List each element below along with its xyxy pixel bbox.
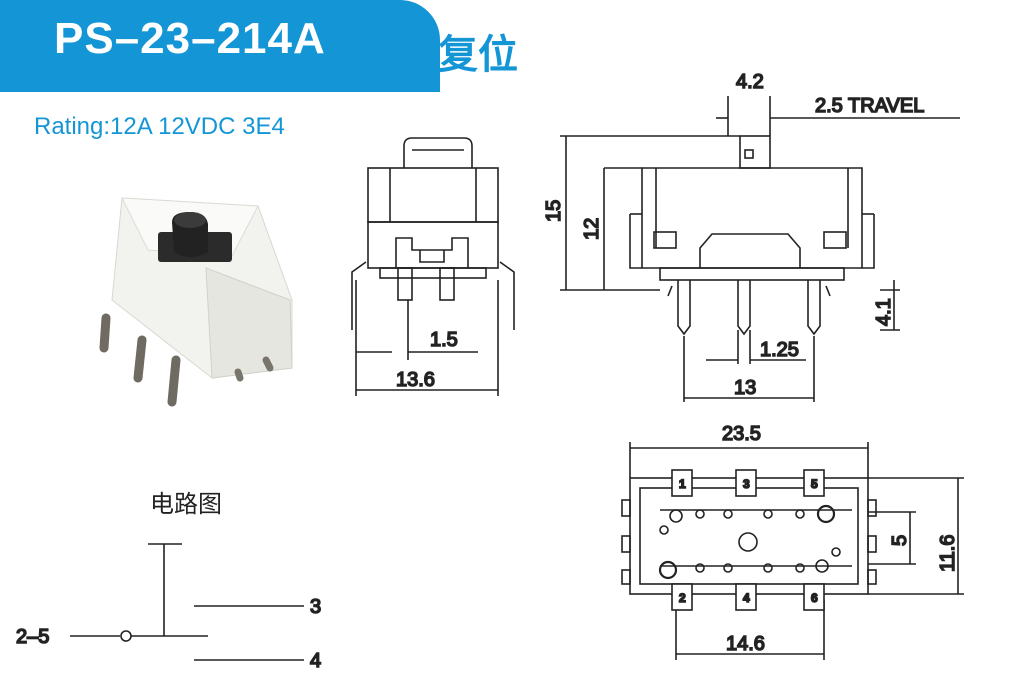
bottom-view-drawing — [621, 442, 964, 660]
pin-4-label: 4 — [743, 591, 750, 605]
mode-label: 复位 — [438, 33, 518, 77]
bottom-length-label: 23.5 — [722, 423, 761, 445]
pin-span-label: 13 — [734, 377, 756, 399]
pin-length-label: 4.1 — [873, 298, 895, 326]
model-number: PS–23–214A — [54, 14, 326, 63]
pin-width-label: 1.25 — [760, 339, 799, 361]
bottom-width-label: 11.6 — [937, 535, 959, 572]
side-width-label: 13.6 — [396, 369, 435, 391]
rating-text: Rating:12A 12VDC 3E4 — [34, 113, 285, 140]
front-view-drawing — [560, 96, 960, 402]
pin-3-label: 3 — [743, 477, 750, 491]
product-photo — [99, 197, 293, 407]
pin-6-label: 6 — [811, 591, 818, 605]
hole-pitch-label: 5 — [889, 535, 911, 546]
circuit-output-3-label: 3 — [310, 596, 321, 618]
actuator-width-label: 4.2 — [736, 71, 764, 93]
pin-1-label: 1 — [679, 477, 686, 491]
side-view-drawing — [351, 137, 515, 396]
circuit-common-label: 2–5 — [16, 626, 49, 648]
pin-5-label: 5 — [811, 477, 818, 491]
body-height-label: 12 — [581, 218, 603, 240]
height-label: 15 — [543, 200, 565, 222]
circuit-diagram — [70, 543, 304, 661]
circuit-output-4-label: 4 — [310, 650, 321, 672]
pin-pitch-label: 14.6 — [726, 633, 765, 655]
travel-label: 2.5 TRAVEL — [815, 95, 924, 117]
circuit-title: 电路图 — [150, 491, 222, 518]
pin-2-label: 2 — [679, 591, 686, 605]
side-pitch-label: 1.5 — [430, 329, 458, 351]
